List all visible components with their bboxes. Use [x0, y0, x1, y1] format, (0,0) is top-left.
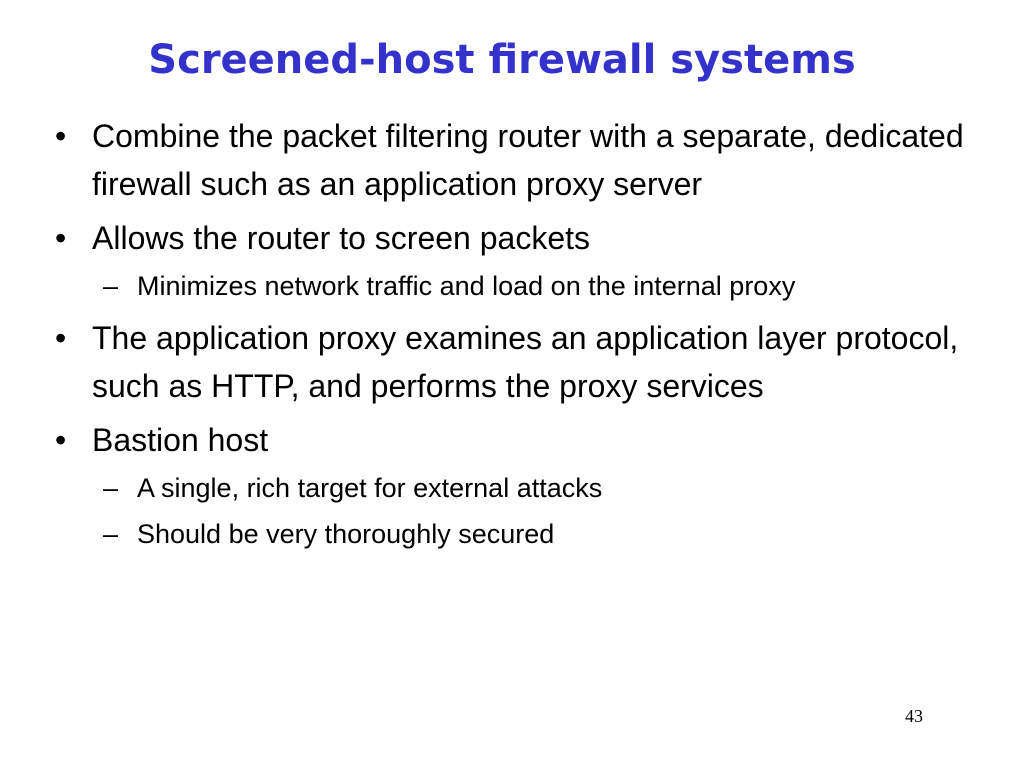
- sub-bullet-marker: –: [103, 473, 119, 503]
- sub-bullet-text: Minimizes network traffic and load on th…: [137, 271, 796, 301]
- bullet-marker: •: [55, 320, 67, 356]
- bullet-item: • Bastion host: [55, 416, 995, 464]
- bullet-item: • Allows the router to screen packets: [55, 214, 995, 262]
- sub-bullet-item: – A single, rich target for external att…: [55, 468, 995, 508]
- page-number: 43: [905, 706, 923, 726]
- bullet-text: Bastion host: [92, 422, 269, 458]
- bullet-marker: •: [55, 422, 67, 458]
- slide-title: Screened-host firewall systems: [148, 37, 856, 83]
- bullet-marker: •: [55, 118, 67, 154]
- bullet-item: • Combine the packet filtering router wi…: [55, 112, 995, 208]
- sub-bullet-text: A single, rich target for external attac…: [137, 473, 603, 503]
- bullet-list: • Combine the packet filtering router wi…: [55, 112, 995, 562]
- sub-bullet-item: – Minimizes network traffic and load on …: [55, 266, 995, 306]
- sub-bullet-marker: –: [103, 519, 119, 549]
- bullet-text: Combine the packet filtering router with…: [92, 118, 964, 202]
- bullet-text: The application proxy examines an applic…: [92, 320, 959, 404]
- bullet-marker: •: [55, 220, 67, 256]
- sub-bullet-text: Should be very thoroughly secured: [137, 519, 555, 549]
- sub-bullet-marker: –: [103, 271, 119, 301]
- sub-bullet-item: – Should be very thoroughly secured: [55, 514, 995, 554]
- bullet-item: • The application proxy examines an appl…: [55, 314, 995, 410]
- bullet-text: Allows the router to screen packets: [92, 220, 591, 256]
